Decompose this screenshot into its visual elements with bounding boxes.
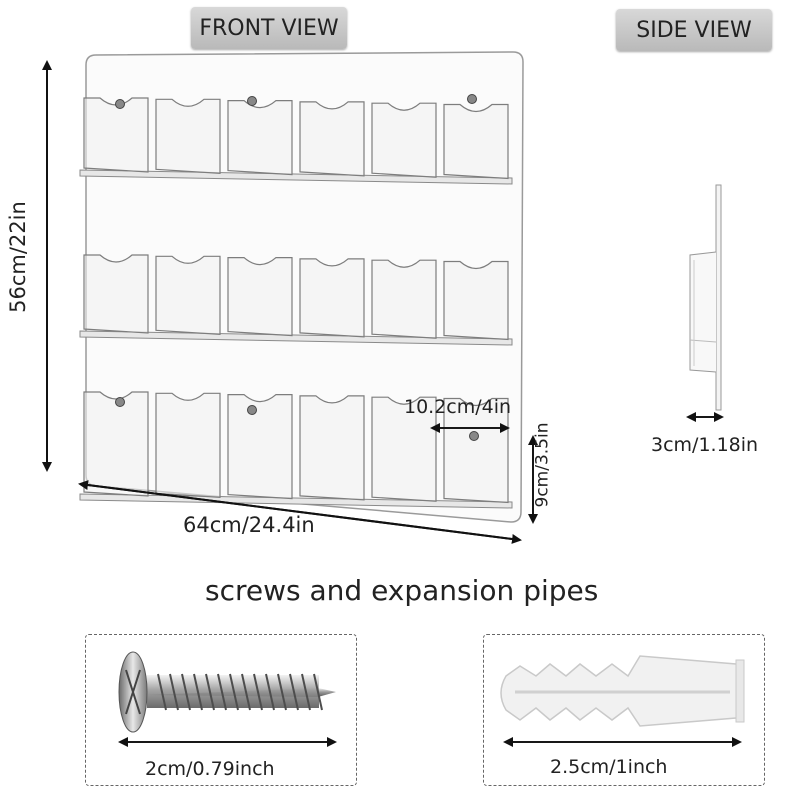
side-view-label: SIDE VIEW [616, 9, 772, 51]
mounting-screw-icon [247, 405, 257, 415]
screw-icon [118, 651, 336, 733]
pocket [299, 258, 365, 338]
anchor-box [483, 634, 765, 786]
shelf-lip [79, 169, 513, 185]
screw-thread [289, 673, 299, 711]
front-view-text: FRONT VIEW [199, 15, 339, 41]
mounting-screw-icon [469, 431, 479, 441]
screw-thread [313, 673, 323, 711]
pocket [155, 255, 221, 335]
pocket-grid [79, 94, 513, 509]
mounting-screw-icon [115, 99, 125, 109]
pocket [371, 102, 437, 178]
pocket [83, 97, 149, 173]
screw-size-label: 2cm/0.79inch [145, 758, 275, 780]
shelf-lip [79, 330, 513, 346]
side-view-drawing [689, 184, 722, 411]
pocket [299, 395, 365, 501]
anchor-size-label: 2.5cm/1inch [550, 756, 668, 778]
screw-thread [253, 673, 263, 711]
pocket [227, 394, 293, 500]
screw-thread [205, 673, 215, 711]
pocket [83, 391, 149, 497]
screw-thread [169, 673, 179, 711]
pocket [227, 100, 293, 176]
front-view-label: FRONT VIEW [191, 7, 347, 49]
screw-box [85, 634, 357, 786]
screw-thread [265, 673, 275, 711]
mounting-screw-icon [115, 397, 125, 407]
mounting-screw-icon [247, 96, 257, 106]
mounting-screw-icon [467, 94, 477, 104]
pocket [83, 254, 149, 334]
pocket [371, 396, 437, 502]
pocket [443, 260, 509, 341]
pocket [299, 101, 365, 177]
pocket [227, 257, 293, 337]
expansion-anchor-icon [500, 655, 745, 727]
screw-thread [277, 673, 287, 711]
pocket-height-label: 9cm/3.5in [532, 422, 553, 508]
height-label: 56cm/22in [5, 201, 30, 313]
side-view-text: SIDE VIEW [636, 17, 752, 43]
screw-thread [193, 673, 203, 711]
screw-thread [217, 673, 227, 711]
pocket [443, 397, 509, 504]
depth-label: 3cm/1.18in [651, 434, 759, 456]
pocket [155, 98, 221, 174]
screw-thread [301, 673, 311, 711]
screw-thread [157, 673, 167, 711]
accessories-title: screws and expansion pipes [205, 574, 599, 607]
pocket-width-label: 10.2cm/4in [404, 396, 512, 418]
screw-thread [241, 673, 251, 711]
screw-thread [229, 673, 239, 711]
pocket [155, 392, 221, 498]
pocket [371, 259, 437, 339]
pocket [443, 103, 509, 180]
screw-thread [181, 673, 191, 711]
width-label: 64cm/24.4in [183, 513, 315, 537]
